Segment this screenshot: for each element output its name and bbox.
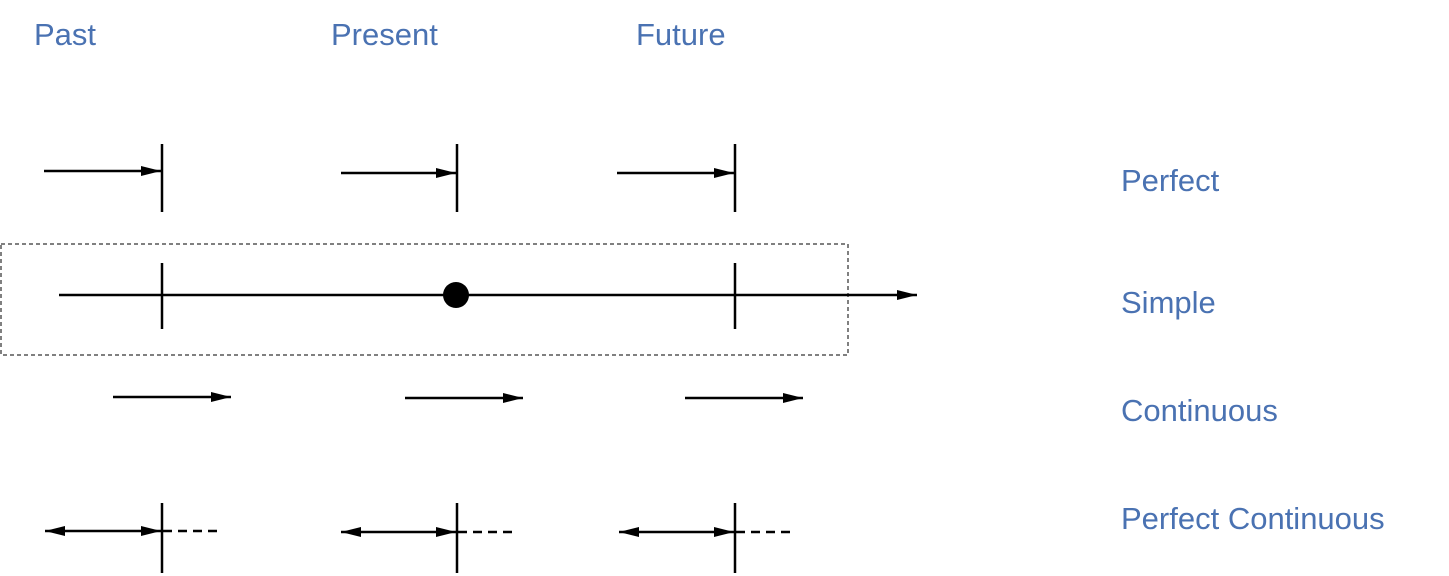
row-label-perfect-continuous: Perfect Continuous: [1121, 501, 1385, 536]
simple-row: [59, 263, 917, 329]
simple-row-frame: [0, 243, 849, 356]
column-header-past: Past: [34, 17, 97, 52]
row-label-perfect: Perfect: [1121, 163, 1220, 198]
perfect-continuous-row: [45, 503, 792, 573]
perfect-row: [44, 144, 737, 212]
row-label-simple: Simple: [1121, 285, 1216, 320]
column-header-present: Present: [331, 17, 438, 52]
simple-present-point: [443, 282, 469, 308]
row-label-continuous: Continuous: [1121, 393, 1278, 428]
column-header-future: Future: [636, 17, 726, 52]
continuous-row: [113, 392, 803, 403]
